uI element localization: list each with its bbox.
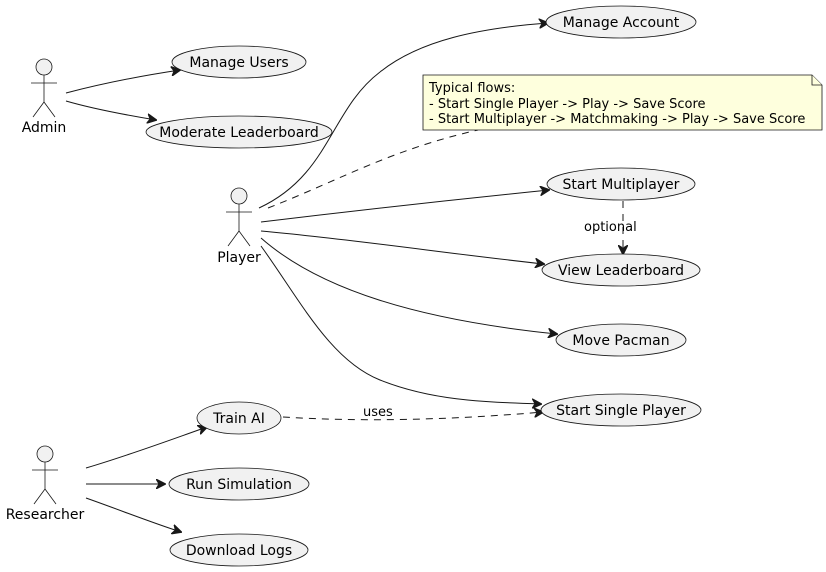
use-case-run-simulation-shape <box>168 467 310 501</box>
edge-player-view-leaderboard <box>260 230 544 264</box>
edges <box>65 23 623 532</box>
use-case-move-pacman: Move Pacman <box>555 323 687 357</box>
use-case-train-ai: Train AI <box>196 401 282 435</box>
edge-admin-moderate-leaderboard <box>65 100 156 120</box>
note-box <box>422 74 823 131</box>
use-case-start-multiplayer-shape <box>546 167 696 201</box>
use-case-moderate-leaderboard-label: Moderate Leaderboard <box>159 125 318 141</box>
actor-researcher: Researcher <box>6 445 85 523</box>
use-case-manage-users-shape <box>171 45 307 79</box>
actor-admin-label: Admin <box>22 120 67 136</box>
edge-player-start-single-player <box>260 245 541 404</box>
use-case-start-single-player-shape <box>540 393 702 427</box>
note-line-2: - Start Single Player -> Play -> Save Sc… <box>429 97 706 112</box>
use-case-manage-users: Manage Users <box>171 45 307 79</box>
edge-admin-manage-users <box>65 70 180 94</box>
use-case-train-ai-shape <box>196 401 282 435</box>
use-case-download-logs: Download Logs <box>169 533 309 567</box>
use-case-start-single-player-label: Start Single Player <box>556 403 686 419</box>
actor-player-icon <box>226 187 252 247</box>
use-case-manage-account-shape <box>545 5 697 39</box>
edge-researcher-download-logs <box>85 497 181 532</box>
use-case-run-simulation: Run Simulation <box>168 467 310 501</box>
actor-player-label: Player <box>217 250 261 266</box>
use-case-download-logs-shape <box>169 533 309 567</box>
use-case-download-logs-label: Download Logs <box>186 543 292 559</box>
use-case-move-pacman-label: Move Pacman <box>572 333 669 349</box>
use-case-manage-users-label: Manage Users <box>189 55 288 71</box>
use-case-move-pacman-shape <box>555 323 687 357</box>
use-case-view-leaderboard: View Leaderboard <box>541 253 701 287</box>
edge-player-move-pacman <box>260 237 557 334</box>
actor-researcher-label: Researcher <box>6 507 85 523</box>
actor-player: Player <box>217 187 261 266</box>
edge-player-start-multiplayer <box>260 190 549 223</box>
use-case-view-leaderboard-label: View Leaderboard <box>558 263 684 279</box>
actor-admin-icon <box>31 58 57 118</box>
note: Typical flows: - Start Single Player -> … <box>422 74 823 131</box>
use-case-moderate-leaderboard: Moderate Leaderboard <box>145 115 333 149</box>
use-case-train-ai-label: Train AI <box>212 411 265 427</box>
use-case-start-multiplayer: Start Multiplayer <box>546 167 696 201</box>
use-case-view-leaderboard-shape <box>541 253 701 287</box>
use-case-run-simulation-label: Run Simulation <box>186 477 292 493</box>
use-case-manage-account-label: Manage Account <box>563 15 680 31</box>
note-fold <box>811 75 822 86</box>
note-line-3: - Start Multiplayer -> Matchmaking -> Pl… <box>429 112 805 127</box>
actor-admin: Admin <box>22 58 67 136</box>
edge-label-optional: optional <box>584 220 637 235</box>
edge-researcher-train-ai <box>85 427 207 469</box>
use-case-start-single-player: Start Single Player <box>540 393 702 427</box>
use-case-moderate-leaderboard-shape <box>145 115 333 149</box>
edge-player-manage-account <box>258 23 548 209</box>
note-line-1: Typical flows: <box>428 81 515 96</box>
edge-train-ai-start-single-player <box>282 412 543 421</box>
edge-label-uses: uses <box>363 405 393 420</box>
actor-researcher-icon <box>32 445 58 505</box>
edge-player-note <box>267 129 479 209</box>
use-case-manage-account: Manage Account <box>545 5 697 39</box>
use-case-start-multiplayer-label: Start Multiplayer <box>563 177 680 193</box>
